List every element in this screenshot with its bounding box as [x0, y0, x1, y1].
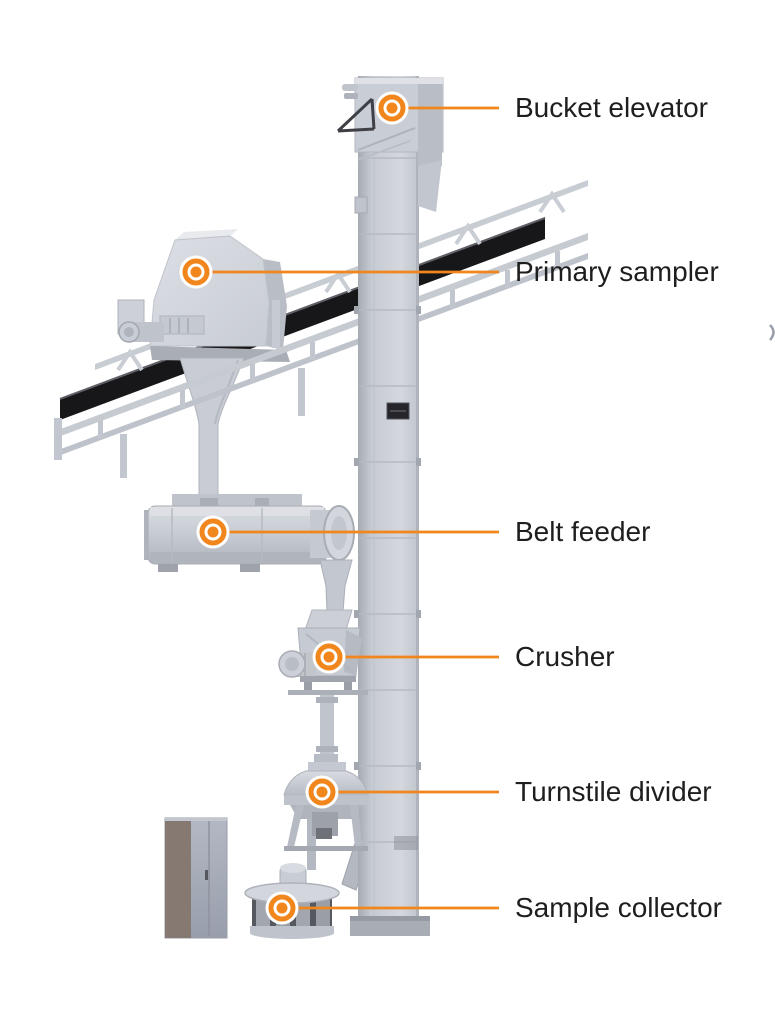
control-cabinet	[164, 817, 228, 939]
motor-end-hub	[124, 327, 134, 337]
head-boot-panel	[418, 160, 442, 212]
feeder-top-face	[150, 507, 324, 516]
head-slant-seam	[357, 127, 416, 151]
frame-post	[310, 342, 315, 360]
tower-column	[358, 76, 419, 922]
divider-gearbox-panel	[316, 828, 332, 839]
head-drive-shaft	[344, 93, 358, 99]
cabinet-top-edge	[165, 818, 227, 821]
callouts: Bucket elevator Primary sampler Belt fee…	[179, 91, 722, 925]
frame-post	[98, 420, 103, 438]
frame-post	[450, 290, 455, 308]
pipe-flange	[316, 697, 338, 703]
tower-right-edge	[416, 76, 419, 922]
roller-bracket	[324, 270, 352, 294]
bucket-elevator-tower	[336, 76, 444, 936]
label-turnstile-divider: Turnstile divider	[515, 776, 712, 807]
callout-sample-collector: Sample collector	[265, 891, 722, 925]
hood-top-face	[175, 229, 238, 240]
feeder-foot	[158, 564, 178, 572]
sampler-motor	[132, 322, 164, 342]
divider-leg	[350, 805, 362, 847]
frame-post	[555, 251, 560, 269]
crusher-turnstile-pipe	[316, 695, 338, 757]
conveyor-leg	[120, 434, 127, 478]
crusher-side-panel	[344, 630, 362, 676]
feeder-crusher-chute	[319, 559, 353, 613]
tower-seams	[359, 157, 417, 843]
edge-artifact	[769, 324, 775, 341]
head-drive-shaft	[342, 84, 358, 91]
conveyor-end-plate	[54, 418, 62, 460]
marker-dot	[323, 651, 335, 663]
tower-service-hatch	[354, 196, 368, 214]
callout-crusher: Crusher	[312, 640, 615, 674]
tower-base-lip	[350, 916, 430, 921]
sample-canister	[296, 900, 310, 928]
cabinet-handle	[205, 870, 208, 880]
callout-primary-sampler: Primary sampler	[179, 255, 719, 289]
crusher-leg	[304, 682, 312, 691]
frame-post	[505, 270, 510, 288]
label-sample-collector: Sample collector	[515, 892, 722, 923]
divider-neck	[308, 762, 346, 771]
roller-bracket	[454, 222, 482, 246]
label-primary-sampler: Primary sampler	[515, 256, 719, 287]
divider-top-flange	[314, 754, 338, 762]
feeder-top-block	[255, 498, 269, 506]
sample-canister	[316, 900, 330, 928]
pipe-flange	[316, 746, 338, 752]
marker-dot	[316, 786, 328, 798]
feeder-foot	[240, 564, 260, 572]
conveyor-near-rail-upper	[58, 233, 588, 437]
label-belt-feeder: Belt feeder	[515, 516, 650, 547]
marker-dot	[276, 902, 288, 914]
marker-dot	[190, 266, 202, 278]
head-slant-seam	[357, 140, 411, 161]
callout-belt-feeder: Belt feeder	[196, 515, 650, 549]
conveyor-frame	[54, 233, 588, 478]
conveyor-belt	[60, 217, 545, 420]
cabinet-left-panel	[165, 818, 191, 938]
head-support-bracket	[336, 97, 376, 133]
collector-base	[250, 927, 334, 939]
divider-drop-pipe	[307, 812, 316, 870]
tower-flange-tabs	[354, 306, 421, 770]
head-top-lip	[355, 78, 443, 84]
head-side-duct	[418, 84, 442, 166]
divider-foot-bar	[284, 846, 368, 851]
crusher-leg	[344, 682, 352, 691]
label-bucket-elevator: Bucket elevator	[515, 92, 708, 123]
marker-dot	[386, 102, 398, 114]
roller-bracket	[538, 190, 566, 214]
crusher-motor-hub	[285, 657, 299, 671]
sampler-motor-body	[159, 315, 205, 335]
crusher-base	[300, 676, 356, 682]
callout-turnstile-divider: Turnstile divider	[305, 775, 712, 809]
sample-collector-unit	[244, 863, 340, 939]
divider-leg	[287, 805, 304, 847]
feeder-mount-rail	[172, 494, 302, 506]
primary-sampler-unit	[117, 229, 290, 362]
callout-bucket-elevator: Bucket elevator	[375, 91, 708, 125]
collector-motor-cap	[280, 863, 306, 873]
label-crusher: Crusher	[515, 641, 615, 672]
conveyor-leg	[298, 368, 305, 416]
tower-lower-panel	[394, 836, 418, 850]
hood-frame-post	[272, 300, 280, 348]
frame-post	[250, 364, 255, 382]
feeder-bottom-band	[150, 552, 324, 563]
vertical-pipe	[320, 695, 334, 757]
frame-post	[180, 390, 185, 408]
roller-bracket	[116, 348, 144, 372]
conveyor-near-rail-lower	[58, 253, 588, 456]
crusher-inlet	[304, 609, 353, 631]
marker-dot	[207, 526, 219, 538]
feeder-top-block	[200, 498, 218, 506]
crusher-foot-plate	[288, 690, 368, 695]
